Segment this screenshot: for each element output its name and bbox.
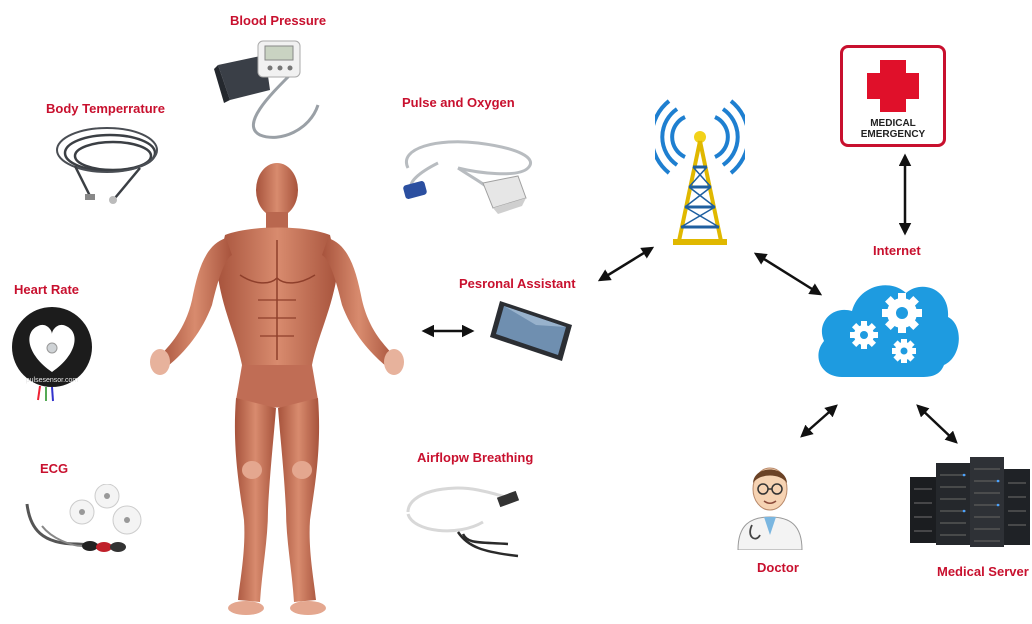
arrow-cloud-server <box>918 406 956 442</box>
arrow-tower-cloud <box>756 254 820 294</box>
arrow-phone-tower <box>600 248 652 280</box>
arrow-cloud-doctor <box>802 406 836 436</box>
